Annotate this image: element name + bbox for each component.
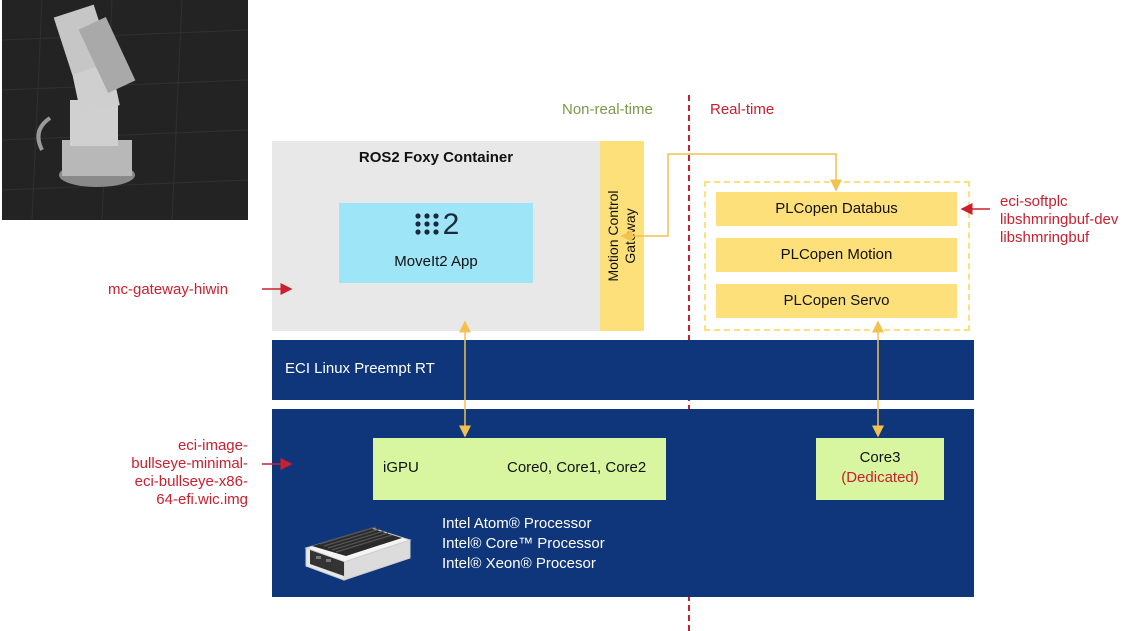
ros2-container-title: ROS2 Foxy Container (358, 149, 514, 166)
moveit2-logo-number: 2 (442, 208, 460, 241)
cpu-cores-box (373, 438, 666, 500)
moveit2-logo: 2 (339, 208, 533, 242)
robot-arm-icon (2, 0, 248, 220)
package-eci-image: eci-image- bullseye-minimal- eci-bullsey… (108, 437, 248, 509)
package-image-line-4: 64-efi.wic.img (156, 491, 248, 508)
core3-label: Core3 (859, 449, 901, 466)
robot-arm-image (2, 0, 248, 220)
package-image-line-1: eci-image- (177, 437, 248, 454)
package-softplc: eci-softplc libshmringbuf-dev libshmring… (1000, 193, 1118, 247)
igpu-label: iGPU (383, 459, 419, 476)
package-softplc-line-2: libshmringbuf-dev (1000, 211, 1119, 228)
processor-line-3: Intel® Xeon® Procesor (442, 555, 596, 572)
plcopen-motion-box: PLCopen Motion (716, 238, 957, 272)
real-time-label: Real-time (710, 101, 775, 118)
package-image-line-3: eci-bullseye-x86- (134, 473, 248, 490)
kernel-label: ECI Linux Preempt RT (285, 360, 435, 377)
non-real-time-label: Non-real-time (562, 101, 653, 118)
edge-computer-icon (304, 526, 412, 581)
moveit-dots-icon (415, 213, 439, 235)
cores-label: Core0, Core1, Core2 (507, 459, 647, 476)
edge-device-image (302, 510, 414, 586)
processor-line-2: Intel® Core™ Processor (442, 535, 605, 552)
package-softplc-line-1: eci-softplc (1000, 193, 1068, 210)
plcopen-servo-box: PLCopen Servo (716, 284, 957, 318)
processor-line-1: Intel Atom® Processor (442, 515, 592, 532)
package-image-line-2: bullseye-minimal- (131, 455, 248, 472)
core3-dedicated-label: (Dedicated) (841, 469, 919, 486)
package-mc-gateway: mc-gateway-hiwin (108, 281, 229, 298)
moveit2-app-label: MoveIt2 App (394, 253, 478, 270)
package-softplc-line-3: libshmringbuf (1000, 229, 1090, 246)
kernel-bar (272, 340, 974, 400)
gateway-databus-arrow (620, 153, 842, 242)
core3-box (816, 438, 944, 500)
